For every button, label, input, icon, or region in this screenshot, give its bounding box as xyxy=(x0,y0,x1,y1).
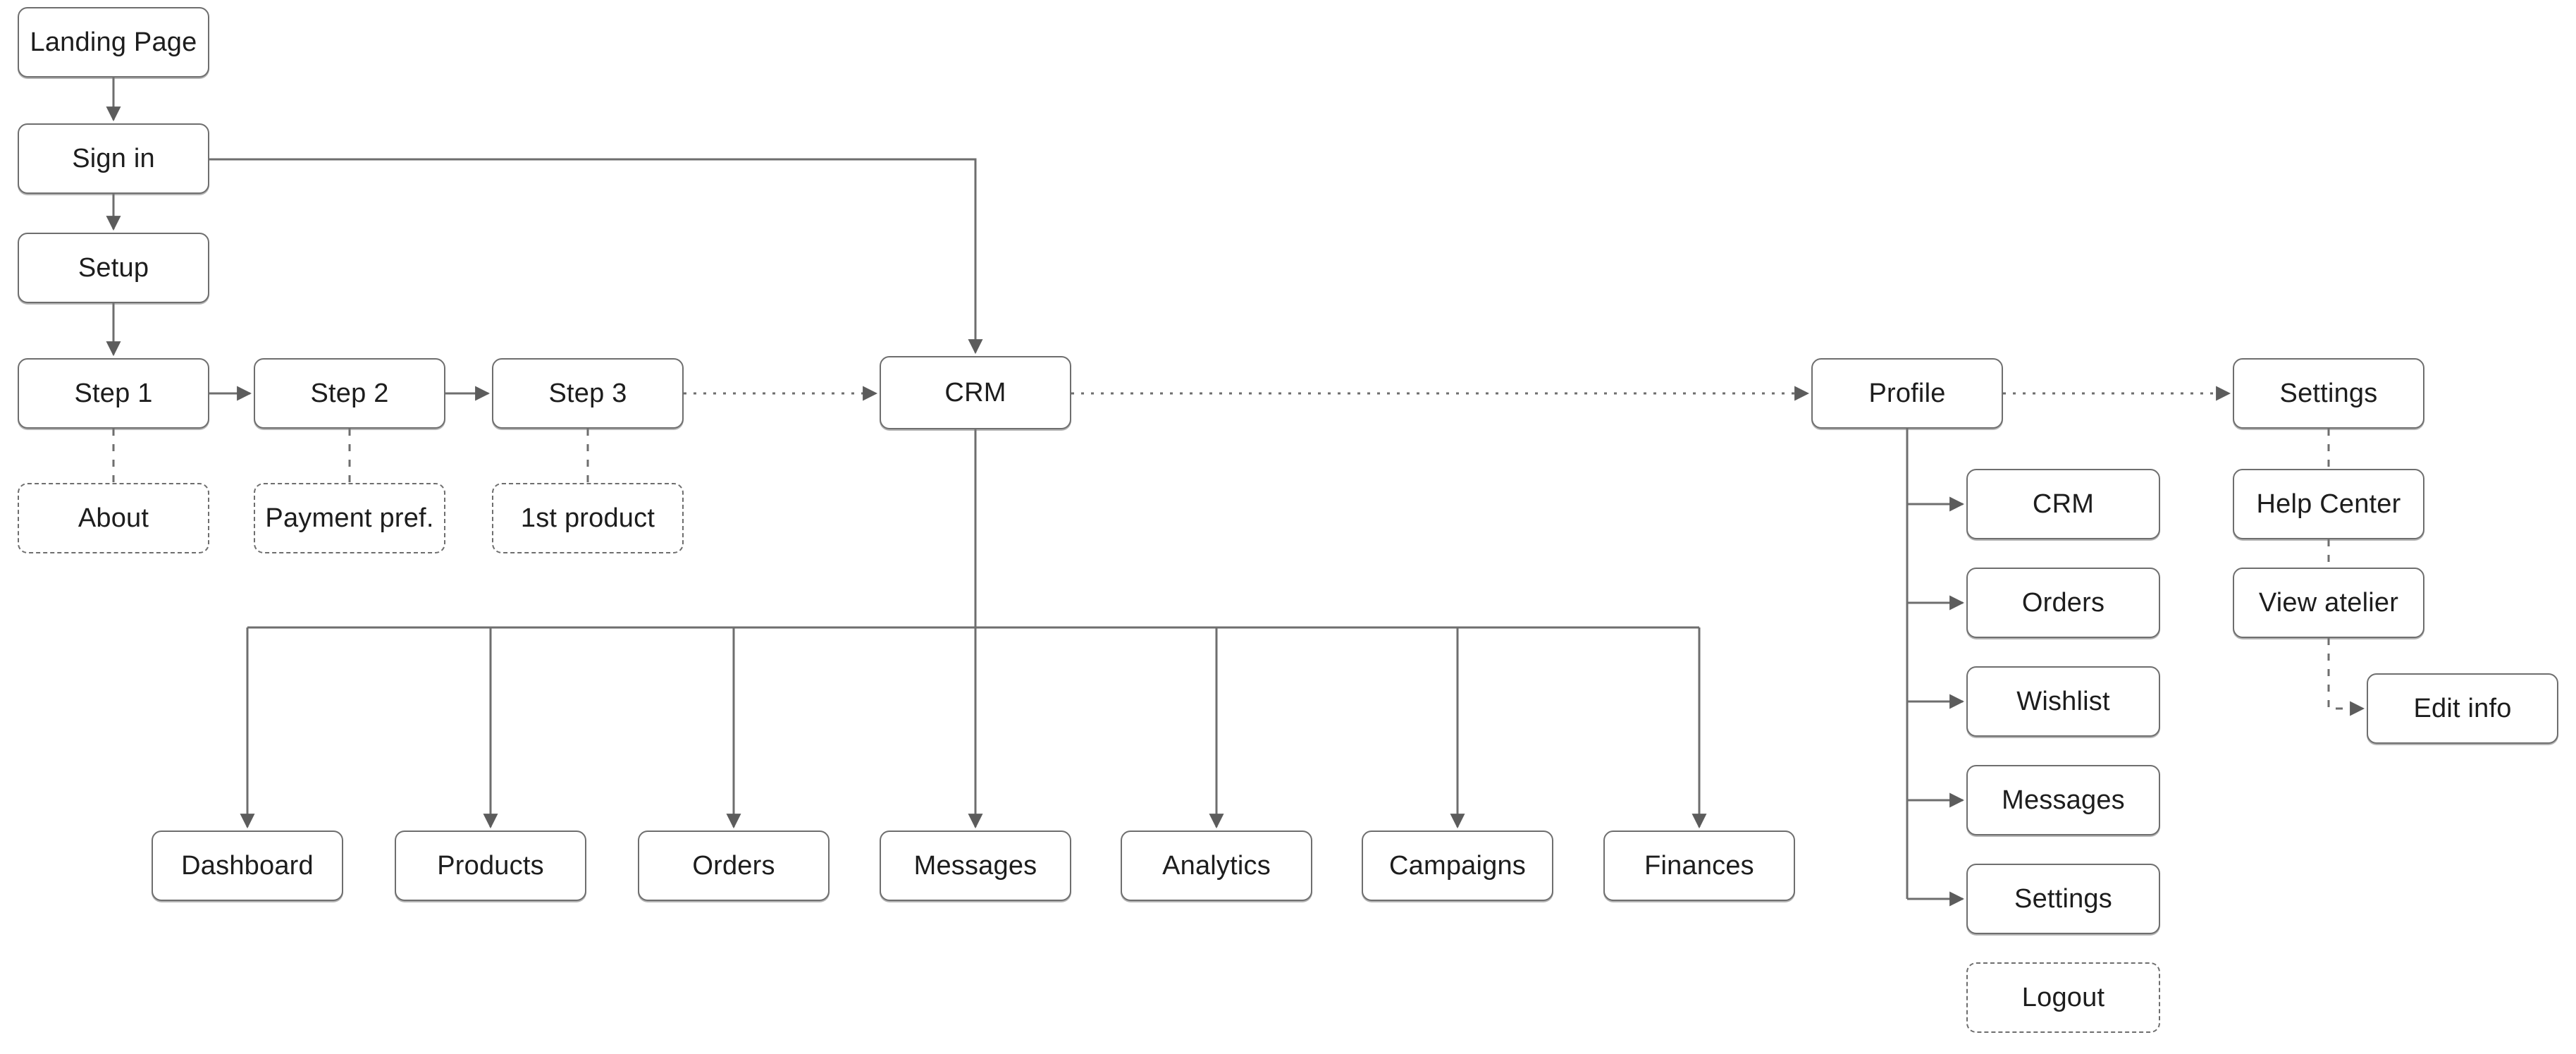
node-label-profile-orders: Orders xyxy=(2021,588,2105,618)
node-label-profile-wishlist: Wishlist xyxy=(2016,687,2110,716)
edge-signin-to-crm xyxy=(209,158,983,355)
node-crm-main[interactable]: CRM xyxy=(880,356,1071,429)
node-setup[interactable]: Setup xyxy=(18,233,209,303)
node-label-profile-messages: Messages xyxy=(2002,785,2125,815)
node-step-2[interactable]: Step 2 xyxy=(254,358,445,429)
node-step-3[interactable]: Step 3 xyxy=(492,358,684,429)
node-label-edit-info: Edit info xyxy=(2413,694,2512,723)
node-label-messages: Messages xyxy=(913,851,1037,881)
node-label-step-3: Step 3 xyxy=(548,379,627,408)
node-view-atelier[interactable]: View atelier xyxy=(2233,568,2424,638)
node-label-profile: Profile xyxy=(1868,379,1946,408)
node-profile-crm[interactable]: CRM xyxy=(1966,469,2160,539)
node-label-orders: Orders xyxy=(692,851,775,881)
node-label-first-product: 1st product xyxy=(520,503,655,533)
node-label-step-2: Step 2 xyxy=(310,379,389,408)
node-settings-top[interactable]: Settings xyxy=(2233,358,2424,429)
node-label-dashboard: Dashboard xyxy=(181,851,314,881)
node-profile-orders[interactable]: Orders xyxy=(1966,568,2160,638)
node-dashboard[interactable]: Dashboard xyxy=(152,831,343,901)
node-about[interactable]: About xyxy=(18,483,209,553)
node-label-step-1: Step 1 xyxy=(74,379,153,408)
node-landing-page[interactable]: Landing Page xyxy=(18,7,209,78)
node-label-sign-in: Sign in xyxy=(72,144,155,173)
node-payment-pref[interactable]: Payment pref. xyxy=(254,483,445,553)
node-profile-logout[interactable]: Logout xyxy=(1966,962,2160,1033)
node-label-analytics: Analytics xyxy=(1162,851,1271,881)
node-profile-settings[interactable]: Settings xyxy=(1966,864,2160,934)
node-help-center[interactable]: Help Center xyxy=(2233,469,2424,539)
node-step-1[interactable]: Step 1 xyxy=(18,358,209,429)
node-label-about: About xyxy=(78,503,149,533)
edge-atelier-to-edit xyxy=(2327,638,2365,716)
node-label-profile-logout: Logout xyxy=(2021,983,2105,1012)
node-edit-info[interactable]: Edit info xyxy=(2367,673,2558,744)
node-label-campaigns: Campaigns xyxy=(1388,851,1526,881)
node-profile[interactable]: Profile xyxy=(1811,358,2003,429)
node-campaigns[interactable]: Campaigns xyxy=(1362,831,1553,901)
node-label-view-atelier: View atelier xyxy=(2258,588,2399,618)
node-products[interactable]: Products xyxy=(395,831,586,901)
node-label-payment-pref: Payment pref. xyxy=(265,503,434,533)
node-label-finances: Finances xyxy=(1644,851,1754,881)
node-label-setup: Setup xyxy=(78,253,149,283)
node-label-profile-settings: Settings xyxy=(2014,884,2112,914)
node-label-profile-crm: CRM xyxy=(2032,489,2095,519)
node-label-help-center: Help Center xyxy=(2256,489,2401,519)
node-first-product[interactable]: 1st product xyxy=(492,483,684,553)
node-orders[interactable]: Orders xyxy=(638,831,830,901)
node-label-landing-page: Landing Page xyxy=(30,27,197,57)
node-sign-in[interactable]: Sign in xyxy=(18,123,209,194)
node-analytics[interactable]: Analytics xyxy=(1121,831,1312,901)
node-label-crm-main: CRM xyxy=(944,378,1006,407)
node-label-settings-top: Settings xyxy=(2279,379,2378,408)
node-profile-messages[interactable]: Messages xyxy=(1966,765,2160,835)
node-finances[interactable]: Finances xyxy=(1603,831,1795,901)
node-label-products: Products xyxy=(437,851,544,881)
node-messages[interactable]: Messages xyxy=(880,831,1071,901)
node-profile-wishlist[interactable]: Wishlist xyxy=(1966,666,2160,737)
